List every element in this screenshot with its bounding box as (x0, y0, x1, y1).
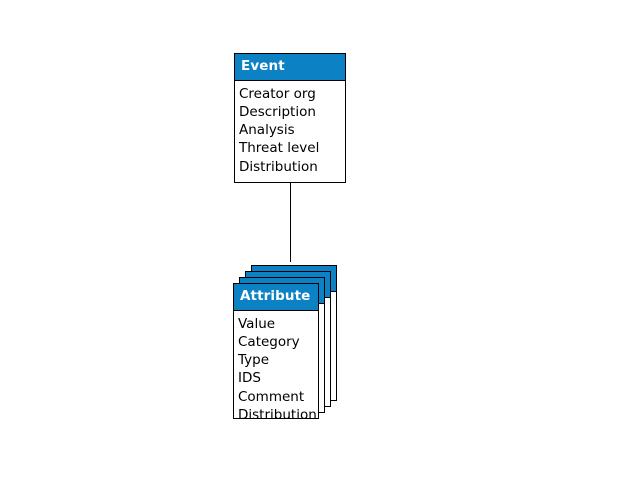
attribute-row: Threat level (239, 140, 320, 157)
attribute-row: IDS (238, 370, 261, 387)
attribute-row: Comment (238, 388, 305, 405)
attribute-row: Value (238, 315, 276, 332)
attribute-row: Creator org (239, 85, 316, 102)
attribute-row: Category (238, 333, 300, 350)
attribute-row: Distribution (239, 158, 318, 175)
attribute-row: Description (239, 103, 316, 120)
class-attributes-event: Creator org Description Analysis Threat … (235, 81, 345, 183)
connector-event-to-attribute (290, 183, 291, 262)
attribute-row: Type (238, 352, 270, 369)
class-box-event[interactable]: Event Creator org Description Analysis T… (234, 53, 346, 183)
attribute-row: Analysis (239, 122, 295, 139)
class-box-attribute[interactable]: Attribute Value Category Type IDS Commen… (233, 283, 319, 423)
attribute-row: Distribution (238, 406, 317, 423)
class-attributes-attribute: Value Category Type IDS Comment Distribu… (234, 311, 318, 425)
class-header-attribute: Attribute (234, 284, 318, 311)
class-stack-attribute: Attribute Value Category Type IDS Commen… (233, 265, 337, 423)
class-header-event: Event (235, 54, 345, 81)
